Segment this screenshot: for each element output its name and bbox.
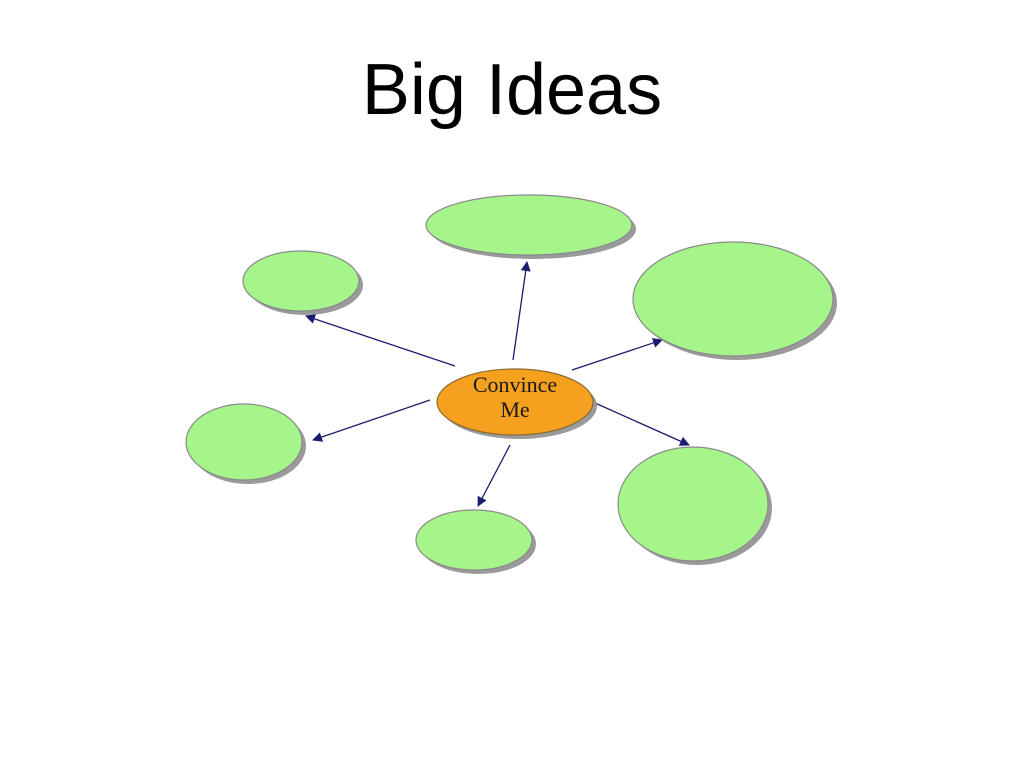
outer-node-bottom xyxy=(415,509,536,574)
center-node: Convince Me xyxy=(436,368,597,439)
arrow-to-upper-left-node xyxy=(305,314,456,367)
arrow-to-lower-right-node xyxy=(594,402,690,446)
center-node-label-line2: Me xyxy=(500,397,529,422)
outer-node-lower-right xyxy=(617,446,772,565)
outer-node-upper-left xyxy=(242,250,363,315)
outer-node-left xyxy=(185,403,306,484)
connectors xyxy=(305,261,690,507)
arrow-to-left-node xyxy=(312,399,431,442)
arrow-to-upper-right-node xyxy=(571,338,663,371)
arrow-to-top-node xyxy=(512,261,531,361)
center-node-label-line1: Convince xyxy=(473,372,557,397)
outer-node-top xyxy=(425,194,636,259)
arrow-to-bottom-node xyxy=(477,444,511,507)
slide-title: Big Ideas xyxy=(361,50,663,130)
outer-node-upper-right xyxy=(632,241,837,360)
